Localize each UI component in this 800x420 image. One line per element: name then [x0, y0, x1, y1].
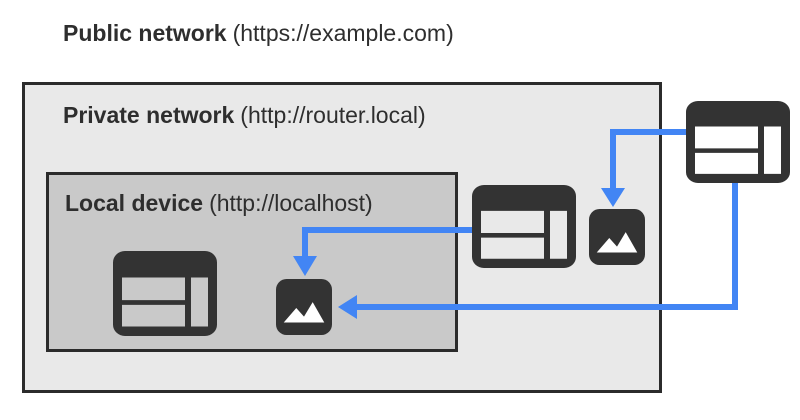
browser-window-icon [113, 251, 217, 336]
public-network-title: Public network(https://example.com) [63, 20, 454, 46]
browser-window-icon [472, 185, 576, 268]
node-private-browser [472, 185, 576, 268]
node-local-browser [113, 251, 217, 336]
private-network-label: Private network(http://router.local) [63, 102, 426, 128]
node-local-image [276, 279, 332, 335]
local-device-box: Local device(http://localhost) [46, 172, 458, 352]
private-network-label-url: (http://router.local) [240, 102, 426, 128]
image-icon [276, 279, 332, 335]
image-icon [589, 209, 645, 265]
browser-window-icon [686, 101, 790, 183]
node-private-image [589, 209, 645, 265]
private-network-label-name: Private network [63, 102, 235, 128]
local-device-label-name: Local device [65, 190, 204, 216]
public-network-title-url: (https://example.com) [232, 20, 454, 46]
local-device-label-url: (http://localhost) [209, 190, 373, 216]
local-device-label: Local device(http://localhost) [65, 190, 373, 216]
node-public-browser [686, 101, 790, 183]
public-network-title-name: Public network [63, 20, 227, 46]
